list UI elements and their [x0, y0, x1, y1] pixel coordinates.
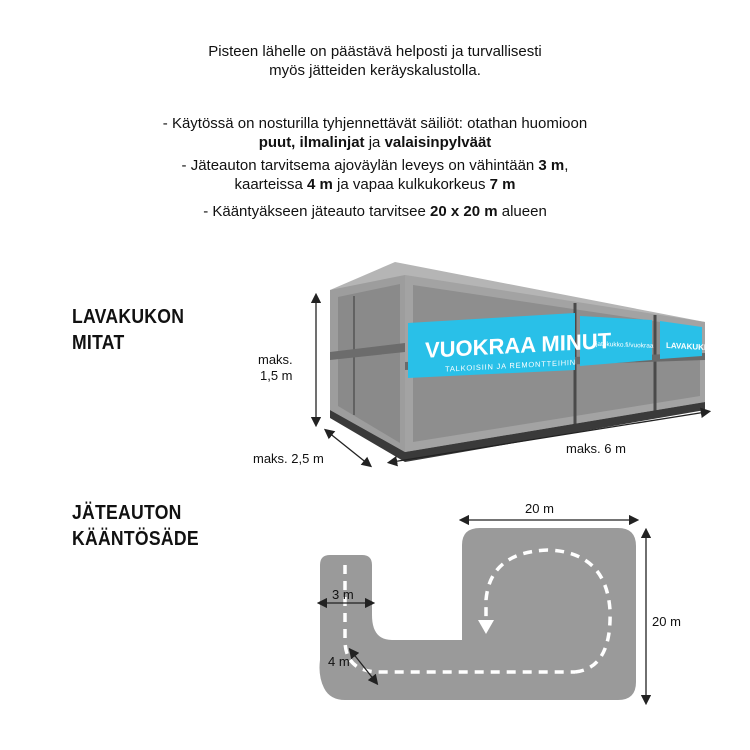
intro-text: Pisteen lähelle on päästävä helposti ja … [0, 42, 750, 80]
side-height-label: 20 m [652, 614, 681, 629]
banner-tertiary [660, 321, 702, 359]
road-shape [319, 528, 636, 700]
length-label: maks. 6 m [566, 441, 626, 456]
length-arrow [386, 407, 712, 467]
banner-secondary [580, 316, 652, 366]
turning-radius-heading: JÄTEAUTON KÄÄNTÖSÄDE [72, 502, 199, 550]
banner-secondary-text: jatekukko.fi/vuokraa [595, 341, 654, 350]
container-dimensions-heading: LAVAKUKON MITAT [72, 306, 185, 354]
width-arrow [323, 428, 373, 468]
direction-arrowhead [478, 620, 494, 634]
top-width-label: 20 m [525, 501, 554, 516]
intro-line-1: Pisteen lähelle on päästävä helposti ja … [208, 43, 542, 60]
turning-area-illustration [319, 528, 636, 700]
requirement-2-line-1: - Jäteauton tarvitsema ajoväylän leveys … [181, 157, 569, 174]
banner-main [408, 313, 575, 378]
requirements-list: - Käytössä on nosturilla tyhjennettävät … [0, 114, 750, 152]
banner-tertiary-text: LAVAKUKKO [666, 341, 716, 353]
requirement-3: - Kääntyäkseen jäteauto tarvitsee 20 x 2… [203, 203, 547, 220]
requirement-1-line-2: puut, ilmalinjat ja valaisinpylväät [258, 134, 492, 151]
requirement-2-line-2: kaarteissa 4 m ja vapaa kulkukorkeus 7 m [234, 176, 516, 193]
requirement-1-line-1: - Käytössä on nosturilla tyhjennettävät … [162, 115, 588, 132]
requirement-2: - Jäteauton tarvitsema ajoväylän leveys … [0, 156, 750, 194]
width-label: maks. 2,5 m [253, 451, 324, 466]
curve-width-label: 4 m [328, 654, 350, 669]
road-centerline-loop [484, 548, 612, 674]
intro-line-2: myös jätteiden keräyskalustolla. [269, 62, 481, 79]
height-label: maks. 1,5 m [258, 352, 293, 383]
curve-width-arrow [348, 647, 379, 686]
lane-width-label: 3 m [332, 587, 354, 602]
